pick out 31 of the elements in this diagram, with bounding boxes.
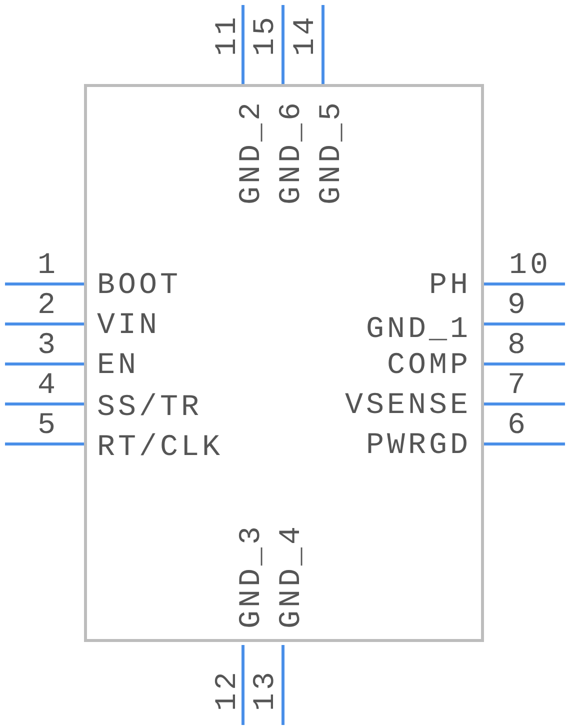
pin-name: EN [97,351,140,381]
chip-body [84,84,484,642]
pin-name: GND_3 [237,524,267,628]
pin-name: GND_2 [237,100,267,204]
pin-number: 14 [291,14,321,56]
pin-name: GND_5 [317,100,347,204]
pin-number: 12 [213,669,243,711]
pin-number: 1 [38,251,58,281]
pin-name: GND_1 [366,315,471,345]
pin-number: 10 [509,251,551,281]
pin-number: 2 [38,291,58,321]
pin-number: 7 [508,371,528,401]
pin-number: 13 [251,669,281,711]
pin-name: VSENSE [344,391,471,421]
pin-number: 11 [213,14,243,56]
pin-number: 8 [508,331,528,361]
pin-number: 9 [508,291,528,321]
pin-name: GND_4 [277,524,307,628]
pin-name: PH [428,271,471,301]
pin-number: 15 [251,14,281,56]
pin-name: PWRGD [366,431,471,461]
pin-number: 6 [508,411,528,441]
pin-name: BOOT [97,271,182,301]
pin-name: RT/CLK [97,433,224,463]
pin-name: SS/TR [97,393,202,423]
pin-number: 5 [38,411,58,441]
pin-number: 4 [38,371,58,401]
pin-name: GND_6 [277,100,307,204]
pin-number: 3 [38,331,58,361]
pin-name: COMP [386,351,471,381]
pin-name: VIN [97,311,160,341]
